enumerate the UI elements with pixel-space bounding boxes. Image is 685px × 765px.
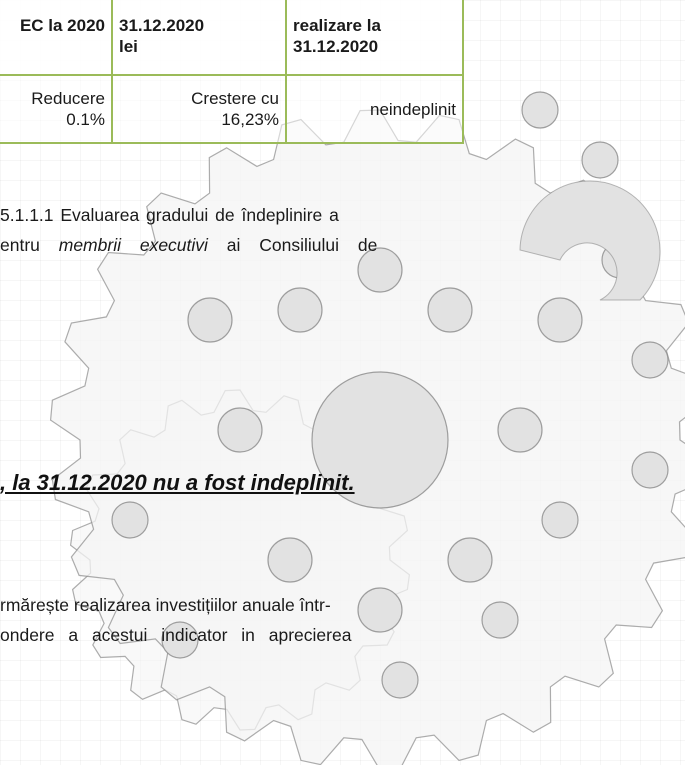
gear-hole (187, 297, 233, 343)
cell-status: neindeplinit (285, 74, 464, 144)
investments-line2: ondere a acestui indicator in aprecierea (0, 625, 352, 645)
gear-hole (277, 287, 323, 333)
table-row: Reducere 0.1% Crestere cu 16,23% neindep… (0, 74, 464, 144)
gear-hole (481, 601, 519, 639)
paragraph-evaluation-line1: 5.1.1.1 Evaluarea gradului de îndeplinir… (0, 200, 656, 230)
gear-hole (357, 247, 403, 293)
header-cell-target: EC la 2020 (0, 0, 113, 76)
kpi-table: EC la 2020 31.12.2020 lei realizare la 3… (0, 0, 464, 144)
header-cell-degree: realizare la 31.12.2020 (285, 0, 464, 76)
gear-hole (631, 451, 669, 489)
table-header-row: EC la 2020 31.12.2020 lei realizare la 3… (0, 0, 464, 76)
gear-hub (311, 371, 449, 509)
gear-hole (541, 501, 579, 539)
gear-hole (357, 587, 403, 633)
header-degree-date: 31.12.2020 (293, 37, 379, 56)
cell-status-text: neindeplinit (369, 99, 456, 119)
evaluation-line2-italic: membrii executivi (58, 235, 208, 255)
paragraph-investments: rmărește realizarea investițiilor anuale… (0, 590, 640, 650)
cell-target-value: 0.1% (66, 110, 105, 129)
paragraph-evaluation-line2: entru membrii executivi ai Consiliului d… (0, 230, 656, 260)
conclusion-statement: , la 31.12.2020 nu a fost indeplinit. (0, 470, 355, 495)
cell-target-text: Reducere (31, 89, 105, 108)
gear-hole (631, 341, 669, 379)
header-realized-date: 31.12.2020 (119, 16, 205, 35)
gear-hole (581, 141, 619, 179)
gear-hole (497, 407, 543, 453)
header-target-label: EC la 2020 (19, 16, 105, 35)
header-realized-unit: lei (119, 37, 138, 56)
evaluation-line1-text: 5.1.1.1 Evaluarea gradului de îndeplinir… (0, 205, 339, 225)
paragraph-evaluation: 5.1.1.1 Evaluarea gradului de îndeplinir… (0, 200, 656, 260)
gear-hole (381, 661, 419, 699)
evaluation-line2: entru membrii executivi ai Consiliului d… (0, 230, 377, 260)
evaluation-line2-post: ai Consiliului de (207, 235, 378, 255)
investments-line1: rmărește realizarea investițiilor anuale… (0, 595, 331, 615)
gear-crescent-shape (519, 180, 661, 301)
cell-realized-value: 16,23% (221, 110, 279, 129)
header-degree-label: realizare la (293, 16, 381, 35)
header-cell-realized: 31.12.2020 lei (111, 0, 287, 76)
gear-hole (447, 537, 493, 583)
gear-hole (427, 287, 473, 333)
gear-hole (537, 297, 583, 343)
gear-hole (267, 537, 313, 583)
gear-hole (521, 91, 559, 129)
gear-hole (111, 501, 149, 539)
gear-hole (161, 621, 199, 659)
cell-target: Reducere 0.1% (0, 74, 113, 144)
cell-realized-text: Crestere cu (191, 89, 279, 108)
gear-hole (217, 407, 263, 453)
cell-realized: Crestere cu 16,23% (111, 74, 287, 144)
evaluation-line2-pre: entru (0, 235, 59, 255)
